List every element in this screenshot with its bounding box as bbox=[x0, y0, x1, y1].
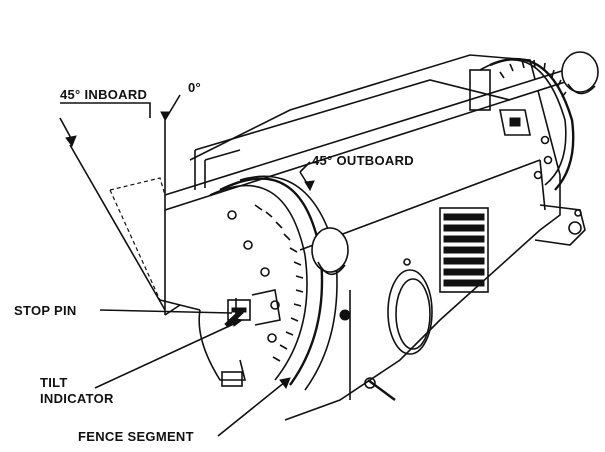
tilt-indicator-label-1: TILT bbox=[40, 375, 68, 390]
fence-segment-front bbox=[198, 175, 338, 391]
leader-lines bbox=[94, 309, 291, 437]
inboard-outline bbox=[69, 144, 201, 311]
fence-plate bbox=[164, 68, 566, 316]
stop-pin-label: STOP PIN bbox=[14, 303, 77, 318]
rear-knob bbox=[561, 51, 599, 95]
zero-degree-label: 0° bbox=[188, 80, 201, 95]
stop-pin-assembly bbox=[224, 289, 281, 328]
housing-opening bbox=[339, 258, 433, 401]
fence-segment-label: FENCE SEGMENT bbox=[78, 429, 194, 444]
front-knob bbox=[311, 227, 349, 276]
vent-slots bbox=[439, 207, 489, 293]
outboard-45-label: 45° OUTBOARD bbox=[312, 153, 414, 168]
inboard-45-label: 45° INBOARD bbox=[60, 87, 147, 102]
tilt-indicator-label-2: INDICATOR bbox=[40, 391, 114, 406]
fence-segment-rear bbox=[469, 57, 575, 191]
angle-indicators bbox=[59, 94, 315, 195]
